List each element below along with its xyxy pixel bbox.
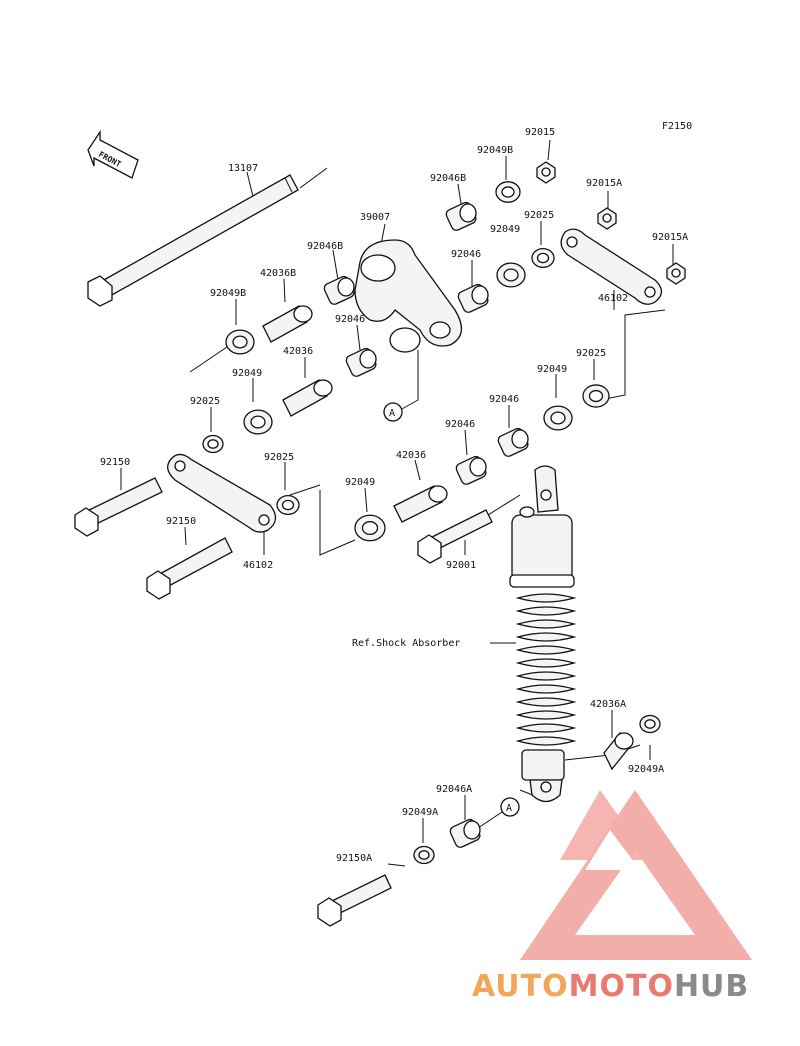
part-bolt-92150-b: [146, 537, 233, 600]
part-bearing-92046-lower: [497, 427, 529, 457]
label-92150-a: 92150: [100, 457, 130, 468]
label-92025-lower: 92025: [264, 452, 294, 463]
spring-coil: [515, 593, 577, 603]
label-46102-left: 46102: [243, 560, 273, 571]
spring-coil: [515, 658, 577, 668]
ref-shock-label: Ref.Shock Absorber: [352, 638, 460, 649]
spring-coil: [515, 710, 577, 720]
spring-coil: [515, 723, 577, 733]
spring-coil: [515, 645, 577, 655]
label-92025-top: 92025: [524, 210, 554, 221]
spring-coil: [515, 606, 577, 616]
label-92046-lower2: 92046: [445, 419, 475, 430]
part-washer-92049-right: [543, 405, 573, 431]
part-washer-92025-left: [202, 434, 224, 454]
label-92015A-1: 92015A: [586, 178, 622, 189]
part-bolt-92001: [417, 509, 493, 564]
leader-lines: [120, 139, 674, 867]
label-46102-right: 46102: [598, 293, 628, 304]
label-13107: 13107: [228, 163, 258, 174]
spring-coil: [515, 632, 577, 642]
label-92049B-left: 92049B: [210, 288, 246, 299]
watermark-logo-icon: [520, 790, 752, 960]
label-42036B: 42036B: [260, 268, 296, 279]
part-bolt-92150-a: [74, 477, 163, 537]
spring-coil: [515, 684, 577, 694]
part-bushing-42036B: [262, 305, 313, 343]
spring-coil: [515, 736, 577, 746]
diagram-code: F2150: [662, 121, 692, 132]
label-92150A: 92150A: [336, 853, 372, 864]
front-arrow-icon: FRONT: [87, 129, 139, 179]
label-39007: 39007: [360, 212, 390, 223]
label-92046-mid: 92046: [335, 314, 365, 325]
spring-coil: [515, 619, 577, 629]
label-92015A-2: 92015A: [652, 232, 688, 243]
label-92049A-right: 92049A: [628, 764, 664, 775]
label-92049B-top: 92049B: [477, 145, 513, 156]
label-42036-lower: 42036: [396, 450, 426, 461]
callout-a-upper: A: [383, 402, 403, 422]
part-washer-92025-lower: [276, 494, 300, 515]
part-washer-92049B-left: [225, 329, 255, 355]
part-washer-92049B-top: [495, 181, 521, 203]
part-bushing-42036A: [603, 731, 634, 771]
part-washer-92049-lower: [354, 514, 386, 542]
part-nut-92015: [536, 161, 556, 184]
svg-text:A: A: [506, 803, 512, 814]
label-92015: 92015: [525, 127, 555, 138]
part-shock-absorber: [509, 465, 577, 803]
part-bearing-92046-top: [457, 283, 489, 313]
spring-coil: [515, 697, 577, 707]
part-washer-92025-right: [582, 384, 610, 408]
part-labels: 13107 39007 92015 92049B 92046B 92015A 9…: [100, 127, 688, 864]
label-42036A: 42036A: [590, 699, 626, 710]
part-washer-92049-left: [243, 409, 273, 435]
part-bearing-92046-mid: [345, 347, 377, 377]
part-nut-92015A-1: [597, 207, 617, 230]
part-bushing-42036-mid: [282, 379, 333, 417]
label-92049-right: 92049: [537, 364, 567, 375]
svg-text:A: A: [389, 408, 395, 419]
label-92049-left: 92049: [232, 368, 262, 379]
part-bearing-92046B-top: [445, 201, 477, 231]
label-92046-top: 92046: [451, 249, 481, 260]
part-washer-92049-top: [496, 262, 526, 288]
label-92025-left: 92025: [190, 396, 220, 407]
label-92001: 92001: [446, 560, 476, 571]
watermark-text: AUTOMOTOHUB: [472, 969, 749, 1004]
label-92046B-top: 92046B: [430, 173, 466, 184]
part-bushing-42036-lower: [393, 485, 448, 523]
parts-group: [202, 161, 686, 865]
label-92046B-left: 92046B: [307, 241, 343, 252]
label-92046A: 92046A: [436, 784, 472, 795]
part-washer-92025-top: [531, 247, 555, 268]
part-washer-92049A-left: [413, 845, 435, 865]
part-rocker-arm-39007: [354, 239, 462, 353]
label-92150-b: 92150: [166, 516, 196, 527]
part-bolt-13107: [87, 174, 299, 307]
label-92049A-left: 92049A: [402, 807, 438, 818]
part-bearing-92046-lower2: [455, 455, 487, 485]
part-bolt-92150A: [317, 874, 392, 927]
label-92025-right: 92025: [576, 348, 606, 359]
part-link-46102-right: [560, 228, 663, 305]
label-92049-top: 92049: [490, 224, 520, 235]
part-nut-92015A-2: [666, 262, 686, 285]
label-92046-lower: 92046: [489, 394, 519, 405]
part-washer-92049A-right: [639, 714, 661, 734]
part-bearing-92046B-left: [323, 275, 355, 305]
label-92049-lower: 92049: [345, 477, 375, 488]
part-link-46102-left: [167, 453, 277, 533]
label-42036-mid: 42036: [283, 346, 313, 357]
part-bearing-92046A: [449, 818, 481, 848]
spring-coil: [515, 671, 577, 681]
callout-a-lower: A: [500, 797, 520, 817]
